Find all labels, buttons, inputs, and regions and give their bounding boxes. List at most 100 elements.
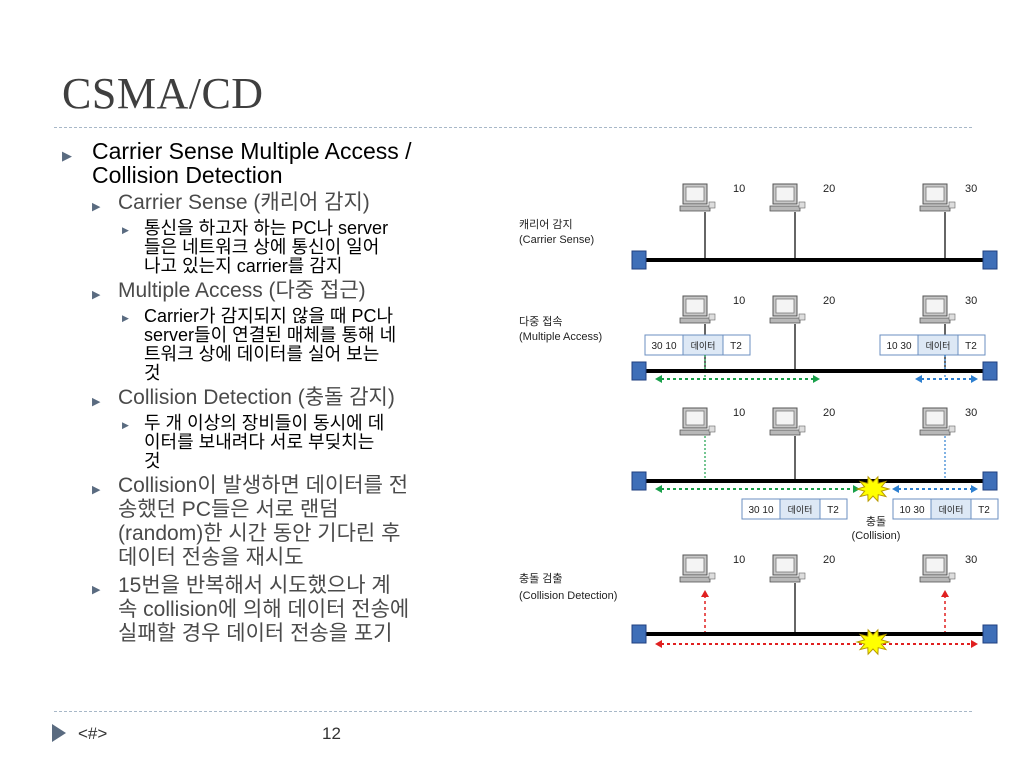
bullet-text-line: Carrier Sense (캐리어 감지): [118, 191, 370, 214]
terminator-icon: [982, 250, 998, 270]
frame-address: 30 10: [748, 505, 773, 516]
frame-address: 30 10: [651, 341, 676, 352]
terminator-icon: [631, 471, 647, 491]
bullet-arrow-icon: ▶: [92, 584, 101, 596]
bullet-arrow-icon: ▶: [92, 484, 101, 496]
panel-label: (Carrier Sense): [519, 234, 594, 246]
host-label: 20: [823, 407, 835, 419]
frame-data: 데이터: [691, 341, 716, 351]
pc-icon: [769, 554, 806, 583]
bullet-text-line: (random)한 시간 동안 기다린 후: [118, 522, 401, 545]
jam-signal-arrow-head: [971, 640, 978, 648]
data-frame: [741, 498, 848, 520]
host-label: 30: [965, 183, 977, 195]
bullet-arrow-icon: ▶: [92, 396, 101, 408]
bullet-text-line: 15번을 반복해서 시도했으나 계: [118, 574, 391, 597]
bullet-text-line: 것: [144, 451, 161, 471]
panel-label: (Multiple Access): [519, 331, 602, 343]
slide-title: CSMA/CD: [62, 69, 264, 118]
collision-burst-icon: [855, 628, 891, 656]
propagation-arrow-head: [971, 375, 978, 383]
bullet-text-line: 나고 있는지 carrier를 감지: [144, 256, 343, 276]
frame-tail: T2: [978, 505, 990, 516]
frame-data: 데이터: [926, 341, 951, 351]
pc-icon: [769, 183, 806, 212]
host-label: 30: [965, 554, 977, 566]
jam-signal-arrow-head: [655, 640, 662, 648]
data-frame: [879, 334, 986, 356]
propagation-arrow-head: [892, 485, 899, 493]
panel-label: 다중 접속: [519, 315, 563, 328]
terminator-icon: [631, 250, 647, 270]
bullet-text-line: 데이터 전송을 재시도: [118, 546, 304, 569]
host-label: 30: [965, 295, 977, 307]
bullet-text-line: 트워크 상에 데이터를 실어 보는: [144, 344, 380, 364]
bullet-text-line: 속 collision에 의해 데이터 전송에: [118, 598, 410, 621]
pc-icon: [919, 183, 956, 212]
bullet-text-line: 이터를 보내려다 서로 부딪치는: [144, 432, 375, 452]
bullet-arrow-icon: ▶: [92, 201, 101, 213]
footer-arrow-icon: [52, 724, 66, 742]
terminator-icon: [631, 624, 647, 644]
pc-icon: [919, 295, 956, 324]
bullet-text-line: Multiple Access (다중 접근): [118, 279, 366, 302]
host-label: 20: [823, 295, 835, 307]
terminator-icon: [982, 624, 998, 644]
collision-label: (Collision): [852, 530, 901, 542]
footer-placeholder: <#>: [78, 724, 108, 743]
collision-burst-icon: [855, 475, 891, 503]
pc-icon: [679, 407, 716, 436]
frame-tail: T2: [827, 505, 839, 516]
collision-label: 충돌: [866, 515, 886, 528]
bullet-arrow-icon: ▶: [62, 148, 72, 163]
panel-label: 충돌 검출: [519, 572, 563, 585]
host-label: 10: [733, 295, 745, 307]
title-divider: [54, 127, 972, 128]
pc-icon: [769, 295, 806, 324]
propagation-arrow-head: [813, 375, 820, 383]
bullet-text-line: 들은 네트워크 상에 통신이 일어: [144, 237, 380, 257]
bullet-text-line: Carrier가 감지되지 않을 때 PC나: [144, 306, 394, 326]
bullet-text-line: Collision이 발생하면 데이터를 전: [118, 474, 409, 497]
host-label: 20: [823, 183, 835, 195]
bullet-arrow-icon: ▶: [92, 289, 101, 301]
propagation-arrow-head: [655, 375, 662, 383]
signal-arrow-head: [701, 590, 709, 597]
pc-icon: [769, 407, 806, 436]
panel-label: 캐리어 감지: [519, 218, 573, 231]
frame-address: 10 30: [886, 341, 911, 352]
host-label: 10: [733, 183, 745, 195]
bullet-arrow-icon: ▶: [122, 313, 129, 323]
propagation-arrow-head: [655, 485, 662, 493]
pc-icon: [919, 407, 956, 436]
bullet-text-line: 송했던 PC들은 서로 랜덤: [118, 498, 339, 521]
frame-data: 데이터: [788, 505, 813, 515]
frame-address: 10 30: [899, 505, 924, 516]
bullet-text-line: Collision Detection (충돌 감지): [118, 386, 395, 409]
pc-icon: [679, 183, 716, 212]
pc-icon: [679, 554, 716, 583]
propagation-arrow-head: [915, 375, 922, 383]
propagation-arrow-head: [971, 485, 978, 493]
bullet-text-line: 것: [144, 363, 161, 383]
bullet-arrow-icon: ▶: [122, 225, 129, 235]
frame-tail: T2: [730, 341, 742, 352]
bullet-text-line: 두 개 이상의 장비들이 동시에 데: [144, 413, 385, 433]
frame-data: 데이터: [939, 505, 964, 515]
terminator-icon: [982, 361, 998, 381]
host-label: 30: [965, 407, 977, 419]
bullet-text-line: 통신을 하고자 하는 PC나 server: [144, 218, 389, 238]
bullet-arrow-icon: ▶: [122, 420, 129, 430]
host-label: 10: [733, 407, 745, 419]
host-label: 20: [823, 554, 835, 566]
footer-divider: [54, 711, 972, 712]
data-frame: [644, 334, 751, 356]
signal-arrow-head: [941, 590, 949, 597]
panel-label: (Collision Detection): [519, 590, 617, 602]
page-number: 12: [322, 724, 341, 743]
pc-icon: [679, 295, 716, 324]
bullet-text-line: Collision Detection: [92, 162, 283, 188]
pc-icon: [919, 554, 956, 583]
bullet-text-line: server들이 연결된 매체를 통해 네: [144, 325, 397, 345]
terminator-icon: [982, 471, 998, 491]
